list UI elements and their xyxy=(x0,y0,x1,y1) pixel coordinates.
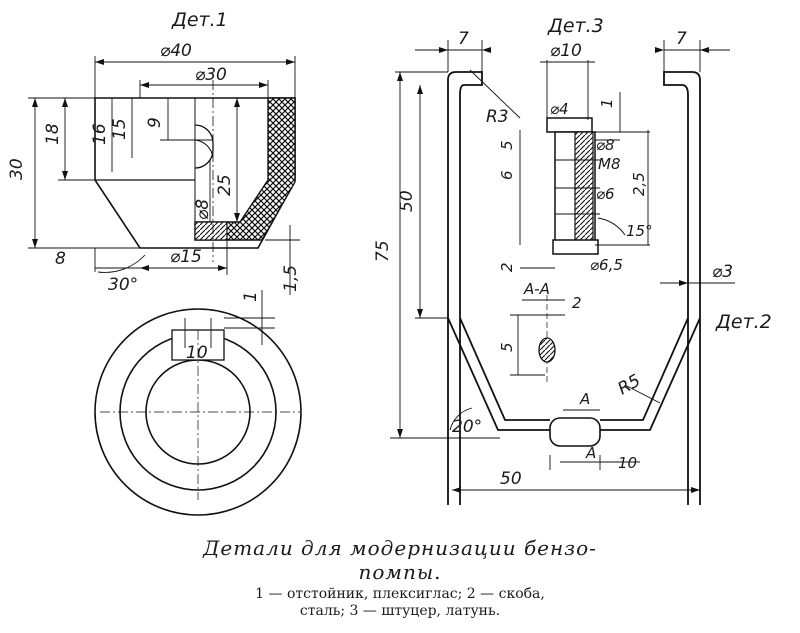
label-det3: Дет.3 xyxy=(547,15,604,37)
detail-2-bracket xyxy=(447,71,701,505)
label-30deg: 30° xyxy=(108,275,138,295)
detail-1-dimensions xyxy=(28,56,300,295)
label-a2: A xyxy=(585,444,596,462)
label-50: 50 xyxy=(397,190,417,212)
label-10: 10 xyxy=(186,343,208,363)
label-18: 18 xyxy=(43,123,63,145)
label-d30: ⌀30 xyxy=(195,65,227,85)
label-det2: Дет.2 xyxy=(715,311,772,333)
detail-1-arrows xyxy=(32,59,295,271)
label-10b: 10 xyxy=(618,454,637,472)
label-d65: ⌀6,5 xyxy=(590,256,623,274)
label-7a: 7 xyxy=(458,29,469,49)
label-50b: 50 xyxy=(500,469,522,489)
label-1b: 1 xyxy=(598,98,616,108)
label-d8: ⌀8 xyxy=(193,199,213,220)
label-2b: 2 xyxy=(572,294,582,312)
label-6: 6 xyxy=(498,170,516,180)
label-2: 2 xyxy=(498,262,516,272)
caption-title: Детали для модернизации бензо- помпы. xyxy=(0,536,800,584)
detail-2-arrows xyxy=(397,47,709,493)
label-d40: ⌀40 xyxy=(160,41,192,61)
label-m8: M8 xyxy=(598,155,621,173)
label-1-5: 1,5 xyxy=(281,265,301,292)
label-9: 9 xyxy=(145,117,165,128)
label-2-5: 2,5 xyxy=(630,172,648,196)
label-30: 30 xyxy=(7,158,27,180)
label-d8b: ⌀8 xyxy=(596,136,615,154)
detail-1-top-view xyxy=(94,290,302,516)
drawing-labels: Дет.1 Дет.3 Дет.2 ⌀40 ⌀30 ⌀15 ⌀8 30 18 1… xyxy=(7,9,772,489)
detail-1-section xyxy=(94,80,296,262)
caption-title-line1: Детали для модернизации бензо- xyxy=(203,536,597,560)
label-a1: A xyxy=(579,390,590,408)
label-7b: 7 xyxy=(676,29,687,49)
label-d10: ⌀10 xyxy=(550,41,582,61)
label-5b: 5 xyxy=(498,342,516,352)
label-16: 16 xyxy=(90,123,110,145)
caption-legend: 1 — отстойник, плексиглас; 2 — скоба, ст… xyxy=(0,586,800,620)
label-d6: ⌀6 xyxy=(596,185,615,203)
label-d3: ⌀3 xyxy=(712,262,733,282)
caption-title-line2: помпы. xyxy=(358,560,442,584)
caption-legend-line1: 1 — отстойник, плексиглас; 2 — скоба, xyxy=(255,586,545,602)
label-aa: A-A xyxy=(523,280,550,298)
detail-2-dimensions xyxy=(390,40,735,491)
label-5: 5 xyxy=(498,140,516,150)
label-d4: ⌀4 xyxy=(550,100,569,118)
label-r5: R5 xyxy=(615,371,645,400)
label-det1: Дет.1 xyxy=(171,9,228,31)
label-75: 75 xyxy=(373,240,393,262)
label-1: 1 xyxy=(241,291,261,302)
label-d15: ⌀15 xyxy=(170,247,202,267)
label-25: 25 xyxy=(215,174,235,196)
label-r3: R3 xyxy=(486,107,509,127)
label-20deg: 20° xyxy=(452,417,482,437)
detail-3-fitting xyxy=(519,60,650,269)
label-15deg: 15° xyxy=(626,222,653,240)
caption-legend-line2: сталь; 3 — штуцер, латунь. xyxy=(299,603,501,619)
section-a-a xyxy=(510,295,565,385)
label-15: 15 xyxy=(110,118,130,140)
label-8: 8 xyxy=(55,249,66,269)
